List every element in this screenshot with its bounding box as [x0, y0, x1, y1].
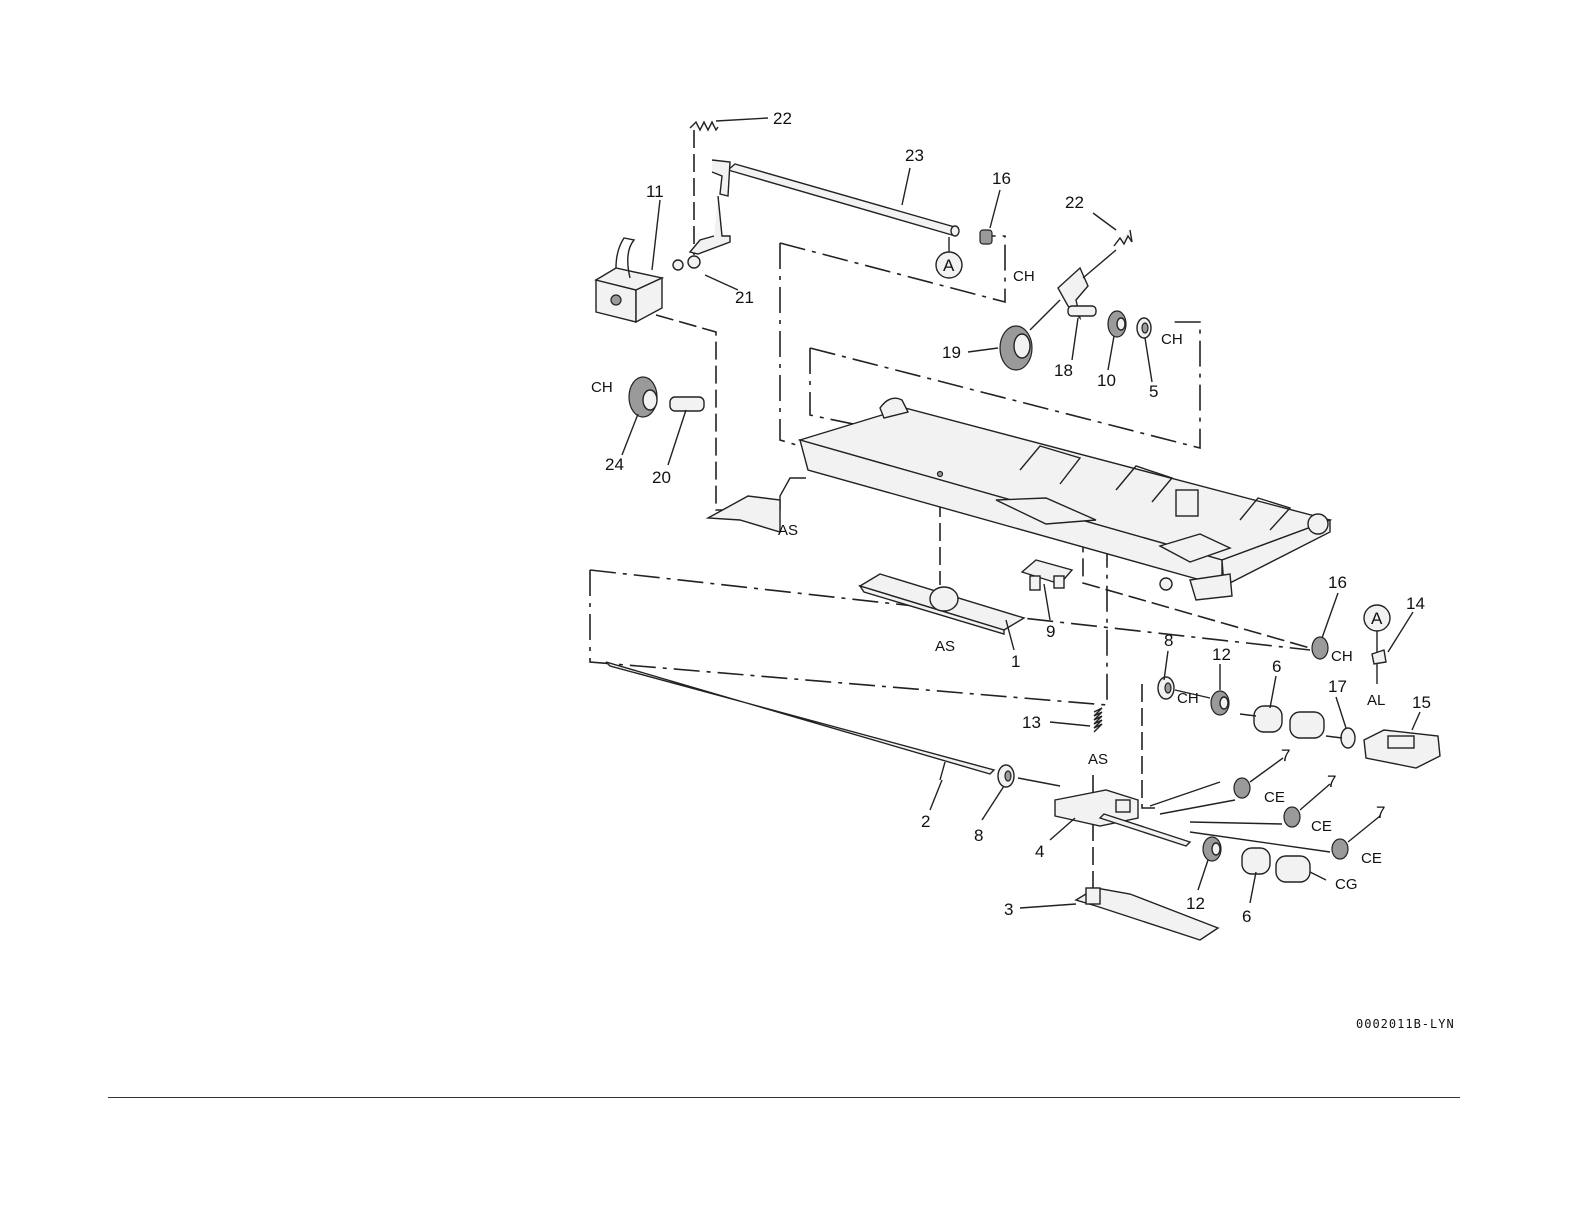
callout-10: 10: [1097, 371, 1116, 390]
part-codes: CH CH CH AS AS CH AL CH AS CE CE CE CG: [591, 268, 1385, 893]
callout-21: 21: [735, 288, 754, 307]
callout-12-bottom: 12: [1186, 894, 1205, 913]
gear-7-a: [1234, 778, 1250, 798]
figure-id: 0002011B-LYN: [1356, 1017, 1455, 1031]
callout-7-b: 7: [1327, 772, 1336, 791]
callout-7-a: 7: [1281, 746, 1290, 765]
gear-7-b: [1284, 807, 1300, 827]
callout-22-top: 22: [773, 109, 792, 128]
callout-5: 5: [1149, 382, 1158, 401]
callout-1: 1: [1011, 652, 1020, 671]
spring-13: [1094, 708, 1102, 732]
bearing-16-right: [1312, 637, 1328, 659]
ring-17: [1341, 728, 1355, 748]
gear-7-c: [1332, 839, 1348, 859]
callout-9: 9: [1046, 622, 1055, 641]
short-shaft: [1100, 814, 1190, 846]
callout-17: 17: [1328, 677, 1347, 696]
gear-12-top: [1211, 691, 1229, 715]
callout-13: 13: [1022, 713, 1041, 732]
callout-8-right: 8: [1164, 631, 1173, 650]
callout-3: 3: [1004, 900, 1013, 919]
bracket-18-assy: [1058, 230, 1132, 318]
code-ch-gear24: CH: [591, 379, 613, 396]
callout-2: 2: [921, 812, 930, 831]
code-ch-bearing16: CH: [1331, 648, 1353, 665]
code-cg: CG: [1335, 876, 1358, 893]
callout-6-top: 6: [1272, 657, 1281, 676]
code-ch-ring5: CH: [1161, 331, 1183, 348]
ring-5: [1137, 318, 1151, 338]
callout-6-bottom: 6: [1242, 907, 1251, 926]
callout-16-right: 16: [1328, 573, 1347, 592]
code-as-spring13: AS: [1088, 751, 1108, 768]
callout-24: 24: [605, 455, 624, 474]
footer-rule: [108, 1097, 1460, 1098]
roller-6-bottom: [1242, 848, 1310, 882]
code-as-frame: AS: [778, 522, 798, 539]
shaft-20: [670, 397, 704, 411]
spring-16-top: [980, 230, 992, 244]
code-al: AL: [1367, 692, 1385, 709]
callout-20: 20: [652, 468, 671, 487]
code-ch-bearing8: CH: [1177, 690, 1199, 707]
callout-18: 18: [1054, 361, 1073, 380]
solenoid-11: [596, 238, 683, 322]
callout-11: 11: [646, 182, 664, 201]
long-shaft-2: [606, 662, 994, 780]
callout-14: 14: [1406, 594, 1425, 613]
ref-mark-A-right: A: [1371, 609, 1383, 628]
code-ce-a: CE: [1264, 789, 1285, 806]
code-as-bracket1: AS: [935, 638, 955, 655]
code-ce-c: CE: [1361, 850, 1382, 867]
ref-mark-A-top: A: [943, 256, 955, 275]
shaft-23: [712, 160, 959, 236]
spring-22-top: [690, 118, 768, 130]
callout-23: 23: [905, 146, 924, 165]
bearing-8-left: [998, 765, 1014, 787]
callout-15: 15: [1412, 693, 1431, 712]
bearing-8-right: [1158, 677, 1174, 699]
callout-4: 4: [1035, 842, 1044, 861]
cover-15: [1364, 730, 1440, 768]
callout-8-left: 8: [974, 826, 983, 845]
code-ce-b: CE: [1311, 818, 1332, 835]
gear-10: [1108, 311, 1126, 337]
callout-22-right: 22: [1065, 193, 1084, 212]
roller-6-top: [1240, 706, 1324, 738]
callout-16-top: 16: [992, 169, 1011, 188]
gear-19: [1000, 300, 1060, 370]
callout-7-c: 7: [1376, 803, 1385, 822]
code-ch-bracket: CH: [1013, 268, 1035, 285]
callout-12-top: 12: [1212, 645, 1231, 664]
main-frame: [708, 398, 1330, 600]
callout-19: 19: [942, 343, 961, 362]
sensor-9: [1022, 560, 1072, 590]
gear-24: [629, 377, 657, 417]
gear-12-bottom: [1203, 837, 1221, 861]
